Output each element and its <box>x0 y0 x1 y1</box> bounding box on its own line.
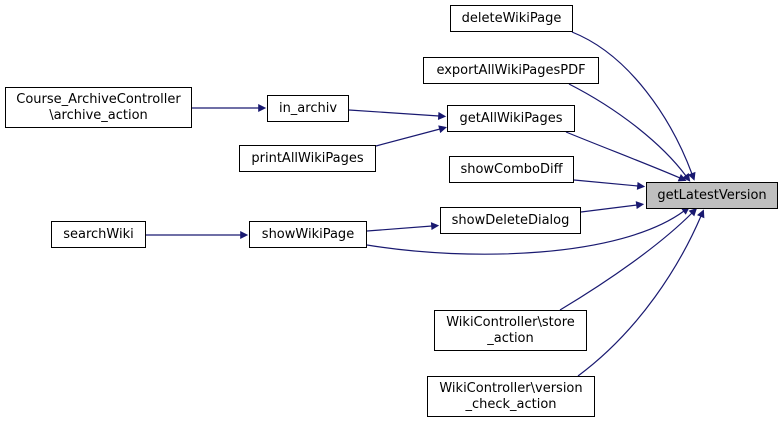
node-course-archive-controller-archive-action[interactable]: Course_ArchiveController \archive_action <box>5 87 192 128</box>
edge-in_archiv-to-getAllWikiPages <box>348 109 447 120</box>
node-label: exportAllWikiPagesPDF <box>436 62 586 78</box>
node-get-all-wiki-pages[interactable]: getAllWikiPages <box>447 105 575 132</box>
node-label: getLatestVersion <box>657 187 767 203</box>
node-delete-wiki-page[interactable]: deleteWikiPage <box>450 5 573 32</box>
edge-wikiVersionCheck-to-getLatestVersion <box>577 209 705 377</box>
node-label-line-2: \archive_action <box>49 107 148 123</box>
node-show-delete-dialog[interactable]: showDeleteDialog <box>440 207 581 234</box>
node-show-combo-diff[interactable]: showComboDiff <box>449 156 574 183</box>
edge-exportAllWikiPagesPDF-to-getLatestVersion <box>568 83 691 182</box>
edge-getAllWikiPages-to-getLatestVersion <box>565 131 687 182</box>
edge-showComboDiff-to-getLatestVersion <box>573 179 646 190</box>
edge-wikiStore-to-getLatestVersion <box>559 207 698 311</box>
node-label: deleteWikiPage <box>461 10 562 26</box>
node-label: searchWiki <box>63 226 134 242</box>
node-label: getAllWikiPages <box>459 110 563 126</box>
node-show-wiki-page[interactable]: showWikiPage <box>249 221 367 248</box>
edge-printAllWikiPages-to-getAllWikiPages <box>375 125 447 147</box>
node-print-all-wiki-pages[interactable]: printAllWikiPages <box>239 145 376 172</box>
node-label-line-1: WikiController\version <box>439 380 583 396</box>
edge-deleteWikiPage-to-getLatestVersion <box>571 31 696 181</box>
node-label: showDeleteDialog <box>451 212 570 228</box>
node-label-line-1: Course_ArchiveController <box>16 91 181 107</box>
edge-showWikiPage-to-showDeleteDialog <box>366 222 440 232</box>
edge-showDeleteDialog-to-getLatestVersion <box>580 201 645 213</box>
node-label-line-2: _check_action <box>465 396 557 412</box>
node-in-archiv[interactable]: in_archiv <box>267 95 349 122</box>
edge-showWikiPage-to-getLatestVersion <box>366 206 690 255</box>
node-label: in_archiv <box>278 100 338 116</box>
node-label: showWikiPage <box>261 226 355 242</box>
node-label: printAllWikiPages <box>251 150 364 166</box>
node-wiki-controller-store-action[interactable]: WikiController\store _action <box>434 310 587 351</box>
node-search-wiki[interactable]: searchWiki <box>51 221 146 248</box>
node-get-latest-version: getLatestVersion <box>646 182 778 209</box>
node-export-all-wiki-pages-pdf[interactable]: exportAllWikiPagesPDF <box>423 57 599 84</box>
node-label-line-1: WikiController\store <box>446 314 575 330</box>
node-label-line-2: _action <box>487 330 534 346</box>
node-label: showComboDiff <box>460 161 563 177</box>
node-wiki-controller-version-check-action[interactable]: WikiController\version _check_action <box>427 376 595 417</box>
